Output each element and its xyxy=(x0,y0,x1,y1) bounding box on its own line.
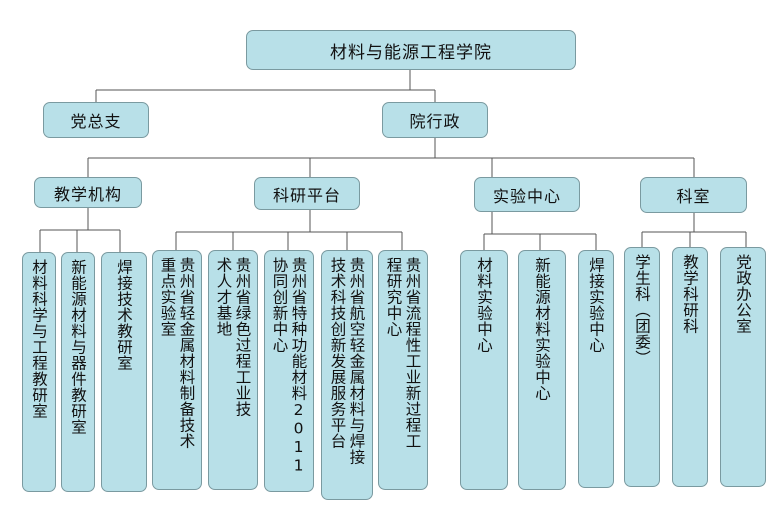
unit-text: 贵州省特种功能材料2011 xyxy=(289,257,308,475)
unit-teaching-1: 材料科学与工程教研室 xyxy=(22,252,56,492)
unit-text: 技术科技创新发展服务平台 xyxy=(328,257,347,449)
root-label: 材料与能源工程学院 xyxy=(330,42,492,63)
root-node: 材料与能源工程学院 xyxy=(246,30,576,70)
unit-text: 重点实验室 xyxy=(158,257,177,337)
unit-text: 新能源材料与器件教研室 xyxy=(69,259,87,435)
unit-text: 学生科（团委） xyxy=(633,254,651,366)
category-label: 科室 xyxy=(676,187,711,206)
category-teaching: 教学机构 xyxy=(34,177,142,208)
category-label: 科研平台 xyxy=(272,185,341,205)
unit-text: 程研究中心 xyxy=(384,257,403,337)
admin-node: 院行政 xyxy=(382,102,488,138)
unit-text: 新能源材料实验中心 xyxy=(533,257,551,401)
unit-research-4: 贵州省航空轻金属材料与焊接 技术科技创新发展服务平台 xyxy=(321,250,373,500)
unit-text: 贵州省流程性工业新过程工 xyxy=(403,257,422,449)
unit-office-3: 党政办公室 xyxy=(720,247,766,487)
unit-text: 焊接实验中心 xyxy=(587,257,605,353)
category-label: 教学机构 xyxy=(53,184,122,204)
unit-text: 贵州省航空轻金属材料与焊接 xyxy=(347,257,366,465)
party-label: 党总支 xyxy=(70,112,122,131)
unit-text: 协同创新中心 xyxy=(270,257,289,353)
unit-research-5: 贵州省流程性工业新过程工 程研究中心 xyxy=(378,250,428,490)
unit-experiment-2: 新能源材料实验中心 xyxy=(518,250,566,490)
unit-office-2: 教学科研科 xyxy=(672,247,708,487)
category-experiment: 实验中心 xyxy=(474,177,580,212)
unit-office-1: 学生科（团委） xyxy=(624,247,660,487)
unit-research-1: 贵州省轻金属材料制备技术 重点实验室 xyxy=(152,250,202,490)
unit-text: 焊接技术教研室 xyxy=(115,259,133,371)
unit-text: 党政办公室 xyxy=(734,254,752,334)
unit-research-2: 贵州省绿色过程工业技 术人才基地 xyxy=(208,250,258,490)
unit-text: 材料科学与工程教研室 xyxy=(30,259,48,419)
unit-text: 材料实验中心 xyxy=(475,257,493,353)
party-node: 党总支 xyxy=(43,102,149,138)
unit-teaching-2: 新能源材料与器件教研室 xyxy=(61,252,95,492)
category-offices: 科室 xyxy=(640,177,747,213)
unit-text: 术人才基地 xyxy=(214,257,233,337)
unit-teaching-3: 焊接技术教研室 xyxy=(101,252,147,492)
category-label: 实验中心 xyxy=(492,186,561,206)
unit-text: 教学科研科 xyxy=(681,254,699,334)
unit-text: 贵州省绿色过程工业技 xyxy=(233,257,252,417)
unit-experiment-3: 焊接实验中心 xyxy=(578,250,614,488)
category-research: 科研平台 xyxy=(254,177,360,210)
unit-text: 贵州省轻金属材料制备技术 xyxy=(177,257,196,449)
unit-experiment-1: 材料实验中心 xyxy=(460,250,508,490)
unit-research-3: 贵州省特种功能材料2011 协同创新中心 xyxy=(264,250,314,492)
admin-label: 院行政 xyxy=(409,112,461,131)
